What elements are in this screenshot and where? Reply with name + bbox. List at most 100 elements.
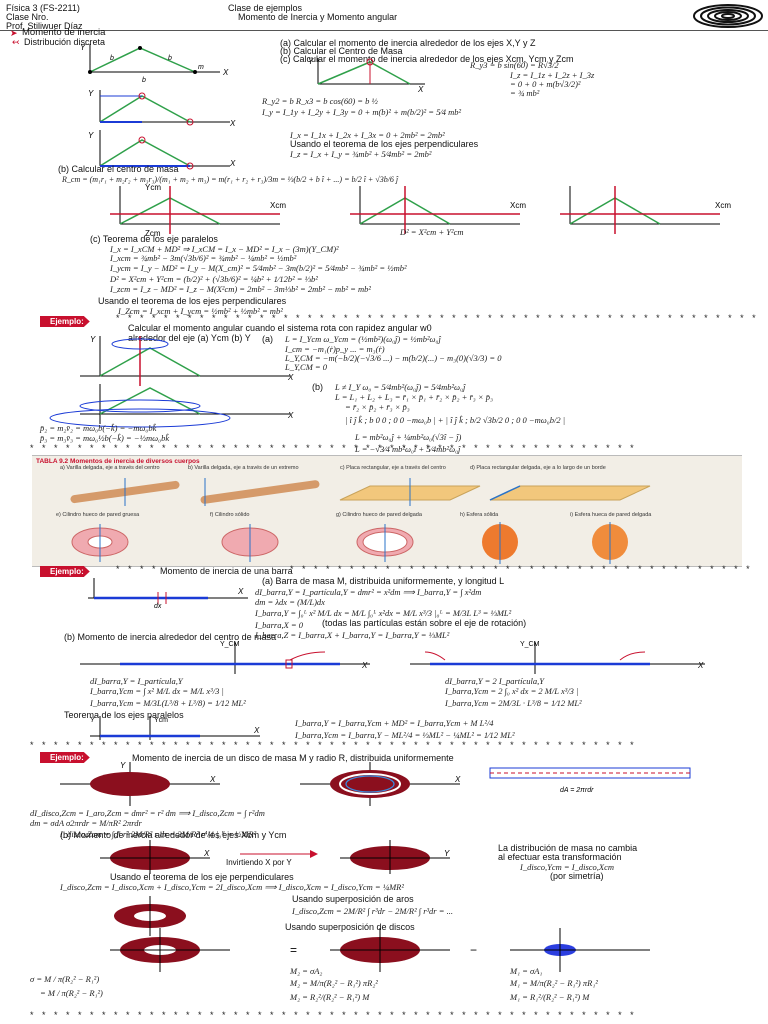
example3-part-b: (b) Momento de inercia alrededor de los … — [60, 830, 287, 840]
eq-barcm-1: dI_barra,Y = I_partícula,Y — [90, 676, 183, 686]
eq-sigma-1: σ = M / π(R₂² − R₁²) — [30, 974, 100, 984]
svg-text:X: X — [222, 68, 229, 77]
table-cap-d: d) Placa rectangular delgada, eje a lo l… — [470, 465, 606, 471]
eq-iz-3: = ¾ mb² — [510, 88, 540, 98]
table-cap-i: i) Esfera hueca de pared delgada — [570, 512, 652, 518]
svg-text:X: X — [237, 587, 244, 596]
eq-iz-2: = 0 + 0 + m(b√3/2)² — [510, 79, 581, 89]
eq-iz-perp: I_z = I_x + I_y = ¾mb² + 5⁄4mb² = 2mb² — [290, 149, 432, 159]
svg-text:b: b — [142, 77, 146, 84]
eq-pa-2: I_xcm = ¾mb² − 3m(√3b/6)² = ¾mb² − ¼mb² … — [110, 253, 297, 263]
eq-p3: p̄₃ = m₃v̄₃ = mω₀½b(−k̂) = −½mω₀bk̂ — [40, 433, 170, 443]
svg-text:Y: Y — [88, 89, 94, 98]
eq-m2-2: M₂ = M/π(R₂² − R₁²) πR₂² — [290, 978, 378, 988]
eq-l-b2: L = L₁ + L₂ + L₃ = r̄₁ × p̄₁ + r̄₂ × p̄₂… — [335, 392, 493, 402]
symmetry-2: al efectuar esta transformación — [498, 852, 622, 862]
swap-text: Invirtiendo X por Y — [226, 858, 292, 867]
eq-rings: I_disco,Zcm = 2M/R² ∫ r³dr − 2M/R² ∫ r³d… — [292, 906, 453, 916]
ring-superposition: Usando superposición de aros — [292, 894, 414, 904]
svg-text:dA = 2πrdr: dA = 2πrdr — [560, 787, 594, 794]
table-row1-shapes — [70, 478, 651, 506]
sub-title: Distribución discreta — [24, 37, 106, 47]
bar-diagram-a: dxX — [88, 578, 248, 610]
eq-m2-1: M₂ = σA₂ — [290, 966, 323, 976]
svg-text:=: = — [290, 943, 297, 957]
svg-text:X: X — [287, 411, 294, 420]
eq-l-b6: L = −√3⁄4 mb²ω₀î + 5⁄4mb²ω₀ĵ — [355, 444, 461, 454]
svg-text:Y: Y — [308, 57, 314, 66]
example3-title: Momento de inercia de un disco de masa M… — [132, 753, 454, 763]
example-tag-2: Ejemplo: — [40, 566, 90, 577]
svg-text:X: X — [203, 849, 210, 858]
symmetry-3: (por simetría) — [550, 871, 604, 881]
svg-text:Y: Y — [90, 335, 96, 344]
eq-disc-1: dI_disco,Zcm = I_aro,Zcm = dmr² = r² dm … — [30, 808, 265, 818]
example-tag: Ejemplo: — [40, 316, 90, 327]
star-divider-2: * * * * * * * * * * * * * * * * * * * * … — [30, 443, 637, 453]
svg-text:Y_CM: Y_CM — [520, 641, 540, 648]
eq-barcm-3: I_barra,Ycm = M/3L(L³/8 + L³/8) = 1⁄12 M… — [90, 698, 246, 708]
annulus-diagram — [114, 896, 186, 936]
eq-bar-3: I_barra,Y = ∫₀ᴸ x² M/L dx = M/L ∫₀ᴸ x²dx… — [255, 608, 512, 618]
header-rule — [0, 30, 768, 31]
svg-text:Y: Y — [80, 43, 86, 52]
eq-m1-2: M₁ = M/π(R₂² − R₁²) πR₁² — [510, 978, 598, 988]
course-code: Física 3 (FS-2211) — [6, 3, 80, 13]
eq-sym: I_disco,Ycm = I_disco,Xcm — [520, 862, 615, 872]
perp-theorem-1: Usando el teorema de los ejes perpendicu… — [290, 139, 479, 149]
svg-text:Xcm: Xcm — [510, 201, 526, 210]
symmetry-1: La distribución de masa no cambia — [498, 843, 638, 853]
svg-text:X: X — [229, 119, 236, 128]
table-cap-g: g) Cilindro hueco de pared delgada — [336, 512, 422, 518]
table-cap-e: e) Cilindro hueco de pared gruesa — [56, 512, 140, 518]
eq-disc-3: I_disco,Zcm = ∫₀ᴿ r² 2M/R² r dr = 2M/R² … — [60, 829, 257, 839]
eq-pa-3: I_ycm = I_y − MD² = I_y − M(X_cm)² = 5⁄4… — [110, 263, 407, 273]
example-tag-3: Ejemplo: — [40, 752, 90, 763]
svg-text:X: X — [417, 85, 424, 94]
eq-barcm-5: I_barra,Ycm = 2 ∫₀ x² dx = 2 M/L x³/3 | — [445, 686, 579, 696]
svg-text:X: X — [229, 159, 236, 168]
svg-text:X: X — [361, 661, 368, 670]
eq-zcm: I_Zcm = I_xcm + I_ycm = ½mb² + ½mb² = mb… — [118, 306, 283, 316]
eq-bar-5: I_barra,Z = I_barra,X + I_barra,Y = I_ba… — [255, 630, 450, 640]
example2-note: (todas las partículas están sobre el eje… — [322, 618, 527, 628]
svg-text:−: − — [470, 943, 477, 957]
eq-d2: D² = X²cm + Y²cm — [400, 227, 464, 237]
svg-text:Xcm: Xcm — [270, 201, 286, 210]
svg-text:X: X — [697, 661, 704, 670]
eq-l-b3: = r̄₂ × p̄₂ + r̄₃ × p̄₃ — [345, 402, 410, 412]
class-topic: Momento de Inercia y Momento angular — [238, 12, 398, 22]
table-title: TABLA 9.2 Momentos de inercia de diverso… — [36, 458, 200, 465]
star-divider-6: * * * * * * * * * * * * * * * * * * * * … — [30, 1010, 637, 1020]
part-b-title: (b) Calcular el centro de masa — [58, 164, 179, 174]
star-divider-5: * * * * * * * * * * * * * * * * * * * * … — [30, 740, 637, 750]
eq-p2: p̄₂ = m₂v̄₂ = mω₀b(−k̂) = −mω₀bk̂ — [40, 423, 157, 433]
eq-l-a2: I_cm = −m₁(ṙ)p_y ... = m₃(ṙ) — [285, 344, 385, 354]
eq-disc-2: dm = σdA σ2πrdr = M/πR² 2πrdr — [30, 818, 142, 828]
svg-text:m: m — [198, 64, 204, 71]
section-title: Momento de inercia — [22, 27, 106, 38]
table-cap-a: a) Varilla delgada, eje a través del cen… — [60, 465, 160, 471]
question-a: (a) Calcular el momento de inercia alred… — [280, 38, 536, 48]
eq-ry: R_y3 = b sin(60) = R√3/2 — [470, 60, 559, 70]
question-c: (c) Calcular el momento de inercia alred… — [280, 54, 574, 64]
table-cap-b: b) Varilla delgada, eje a través de un e… — [188, 465, 299, 471]
eq-pa-5: I_zcm = I_z − MD² = I_z − M(X²cm) = 2mb²… — [110, 284, 371, 294]
eq-bar-4: I_barra,X = 0 — [255, 620, 303, 630]
svg-text:X: X — [287, 373, 294, 382]
star-divider-3: * * * * — [116, 564, 159, 574]
bullet-arrow-icon: ➤ — [10, 28, 18, 38]
svg-text:Y: Y — [120, 761, 126, 770]
professor: Prof. Stiliwuer Díaz — [6, 21, 83, 31]
example2-part-b: (b) Momento de inercia alrededor del cen… — [64, 632, 277, 642]
table-cap-h: h) Esfera sólida — [460, 512, 499, 518]
eq-bar-pa-2: I_barra,Ycm = I_barra,Y − ML²/4 = ⅓ML² −… — [295, 730, 515, 740]
rotation-diagram: Y X X — [49, 335, 294, 428]
eq-bar-pa-1: I_barra,Y = I_barra,Ycm + MD² = I_barra,… — [295, 718, 494, 728]
perp-theorem-2: Usando el teorema de los ejes perpendicu… — [98, 296, 287, 306]
